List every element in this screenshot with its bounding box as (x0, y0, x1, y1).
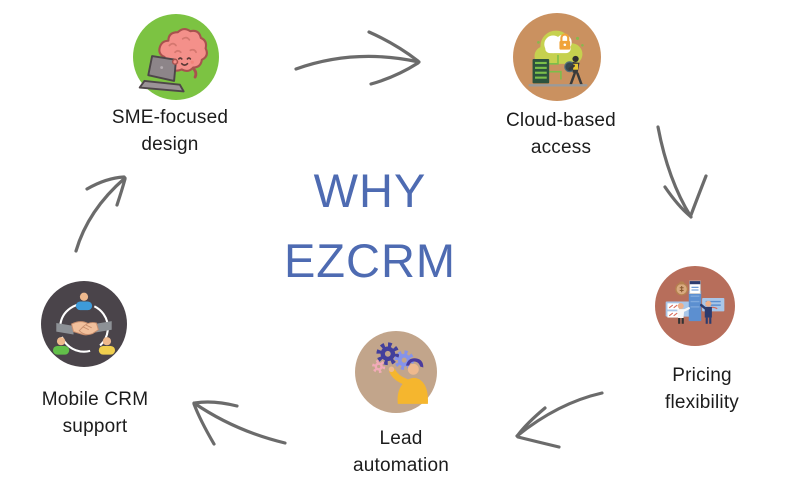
node-label-lead: Lead automation (352, 428, 449, 476)
cloud-security-icon (513, 13, 601, 101)
title-line-1: WHY (313, 164, 427, 217)
brain-laptop-icon (133, 14, 219, 100)
arrow-lead-to-mobile (192, 400, 287, 446)
pricing-analysis-icon (655, 266, 735, 346)
node-label-cloud: Cloud-based access (506, 110, 616, 158)
title-line-2: EZCRM (283, 234, 457, 287)
node-label-mobile: Mobile CRM support (41, 389, 149, 437)
node-label-sme: SME-focused design (111, 107, 229, 155)
arrow-cloud-to-pricing (656, 125, 708, 219)
handshake-network-icon (41, 281, 127, 367)
diagram-title: WHY EZCRM (250, 156, 490, 296)
person-gears-icon (355, 331, 437, 413)
arrow-mobile-to-sme (74, 175, 127, 253)
arrow-pricing-to-lead (515, 391, 604, 449)
arrow-sme-to-cloud (294, 30, 421, 86)
node-label-pricing: Pricing flexibility (665, 365, 739, 413)
